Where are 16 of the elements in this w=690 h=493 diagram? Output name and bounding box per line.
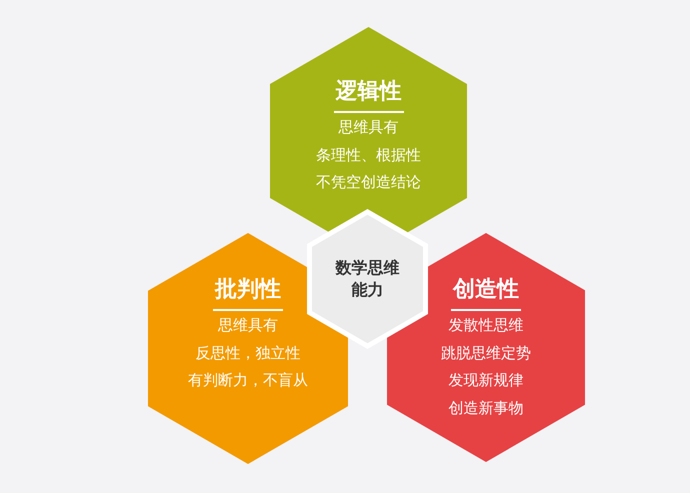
center-label: 数学思维能力 (334, 257, 400, 301)
hexagon-title: 批判性 (213, 277, 283, 311)
hexagon-title: 逻辑性 (334, 79, 404, 113)
description-line: 思维具有 (218, 315, 278, 336)
description-line: 跳脱思维定势 (441, 342, 531, 364)
hexagon-title: 创造性 (451, 277, 521, 311)
description-line: 有判断力，不盲从 (188, 370, 308, 391)
description-line: 发散性思维 (448, 315, 524, 336)
hexagon-panel (270, 27, 467, 233)
description-line: 条理性、根据性 (316, 144, 421, 166)
description-line: 发现新规律 (448, 370, 524, 391)
description-line: 反思性，独立性 (196, 342, 300, 364)
description-line: 不凭空创造结论 (316, 172, 421, 193)
description-line: 思维具有 (338, 117, 398, 138)
description-line: 创造新事物 (448, 398, 524, 418)
hexagon-badge (307, 209, 428, 349)
